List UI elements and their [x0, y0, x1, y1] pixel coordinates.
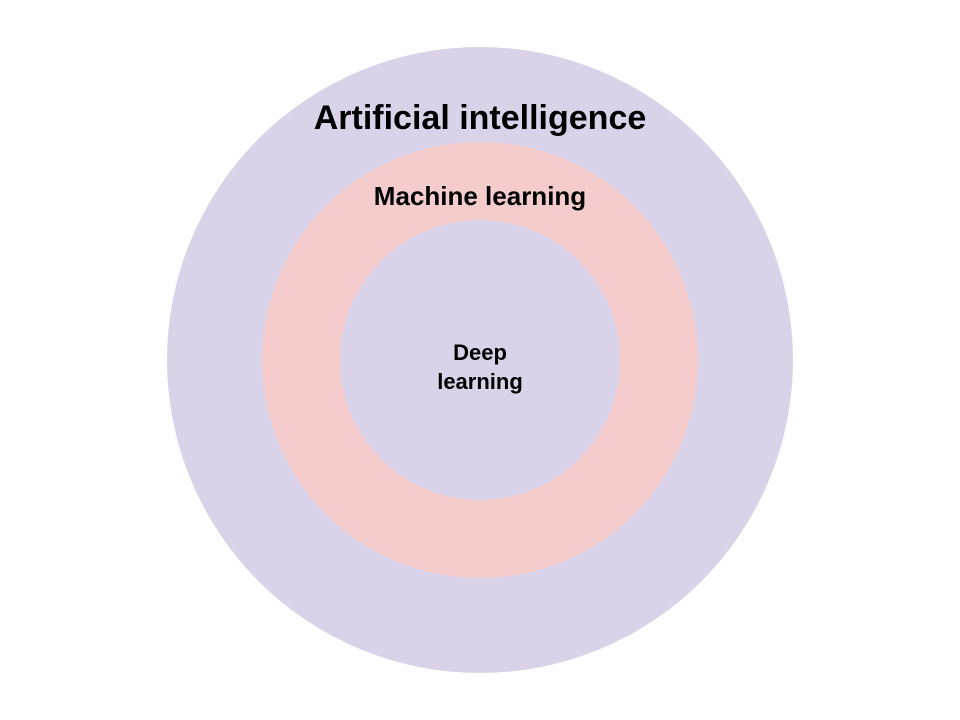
artificial-intelligence-label: Artificial intelligence — [313, 99, 647, 137]
deep-learning-label-line1: Deep — [453, 340, 507, 365]
deep-learning-label-line2: learning — [437, 369, 523, 394]
machine-learning-label: Machine learning — [373, 181, 587, 211]
deep-learning-circle — [340, 220, 620, 500]
